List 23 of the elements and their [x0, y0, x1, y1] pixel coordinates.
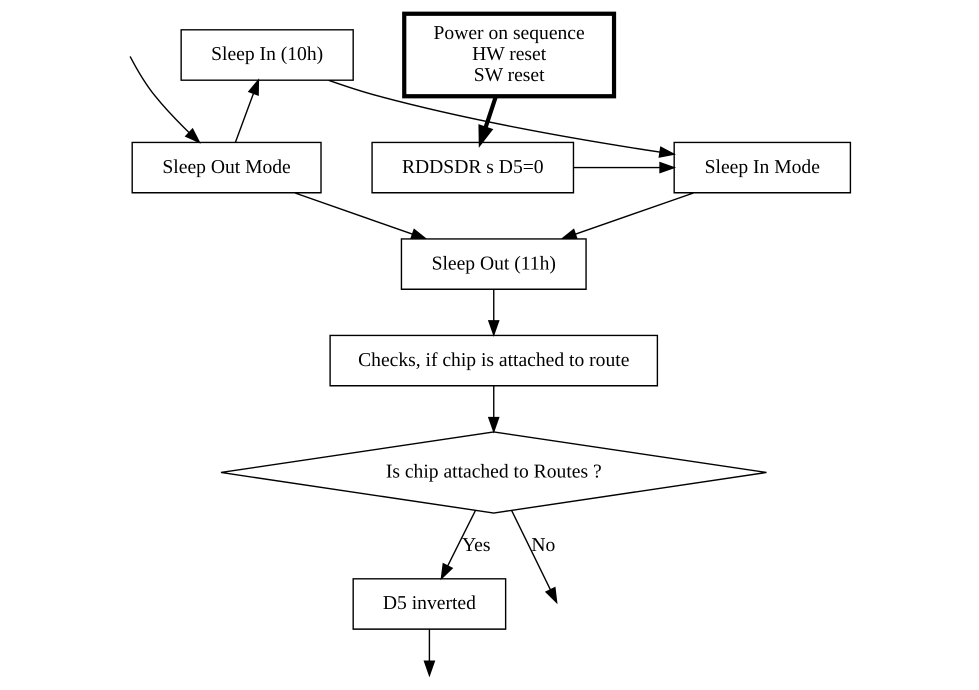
edge-label: Yes	[462, 535, 490, 556]
arrow	[423, 629, 435, 678]
arrow	[440, 510, 476, 580]
arrow	[574, 162, 676, 174]
arrow	[328, 80, 676, 158]
node-box: Sleep Out (11h)	[400, 238, 586, 290]
edge-label: No	[530, 535, 555, 556]
arrow	[487, 290, 500, 337]
arrow	[294, 192, 428, 240]
node-box: Sleep In (10h)	[180, 29, 354, 81]
arrow	[487, 386, 500, 434]
node-box: Sleep Out Mode	[131, 142, 322, 194]
node-box: RDDSDR s D5=0	[370, 142, 574, 194]
node-box: Power on sequence HW reset SW reset	[402, 12, 616, 98]
arrow	[510, 510, 558, 604]
node-diamond: Is chip attached to Routes ?	[220, 431, 767, 514]
arrow	[478, 96, 498, 148]
node-box: D5 inverted	[352, 578, 506, 630]
arrow	[560, 192, 694, 240]
arrow	[129, 56, 200, 144]
node-box: Checks, if chip is attached to route	[328, 334, 658, 386]
node-box: Sleep In Mode	[672, 142, 851, 194]
arrow	[234, 78, 259, 143]
